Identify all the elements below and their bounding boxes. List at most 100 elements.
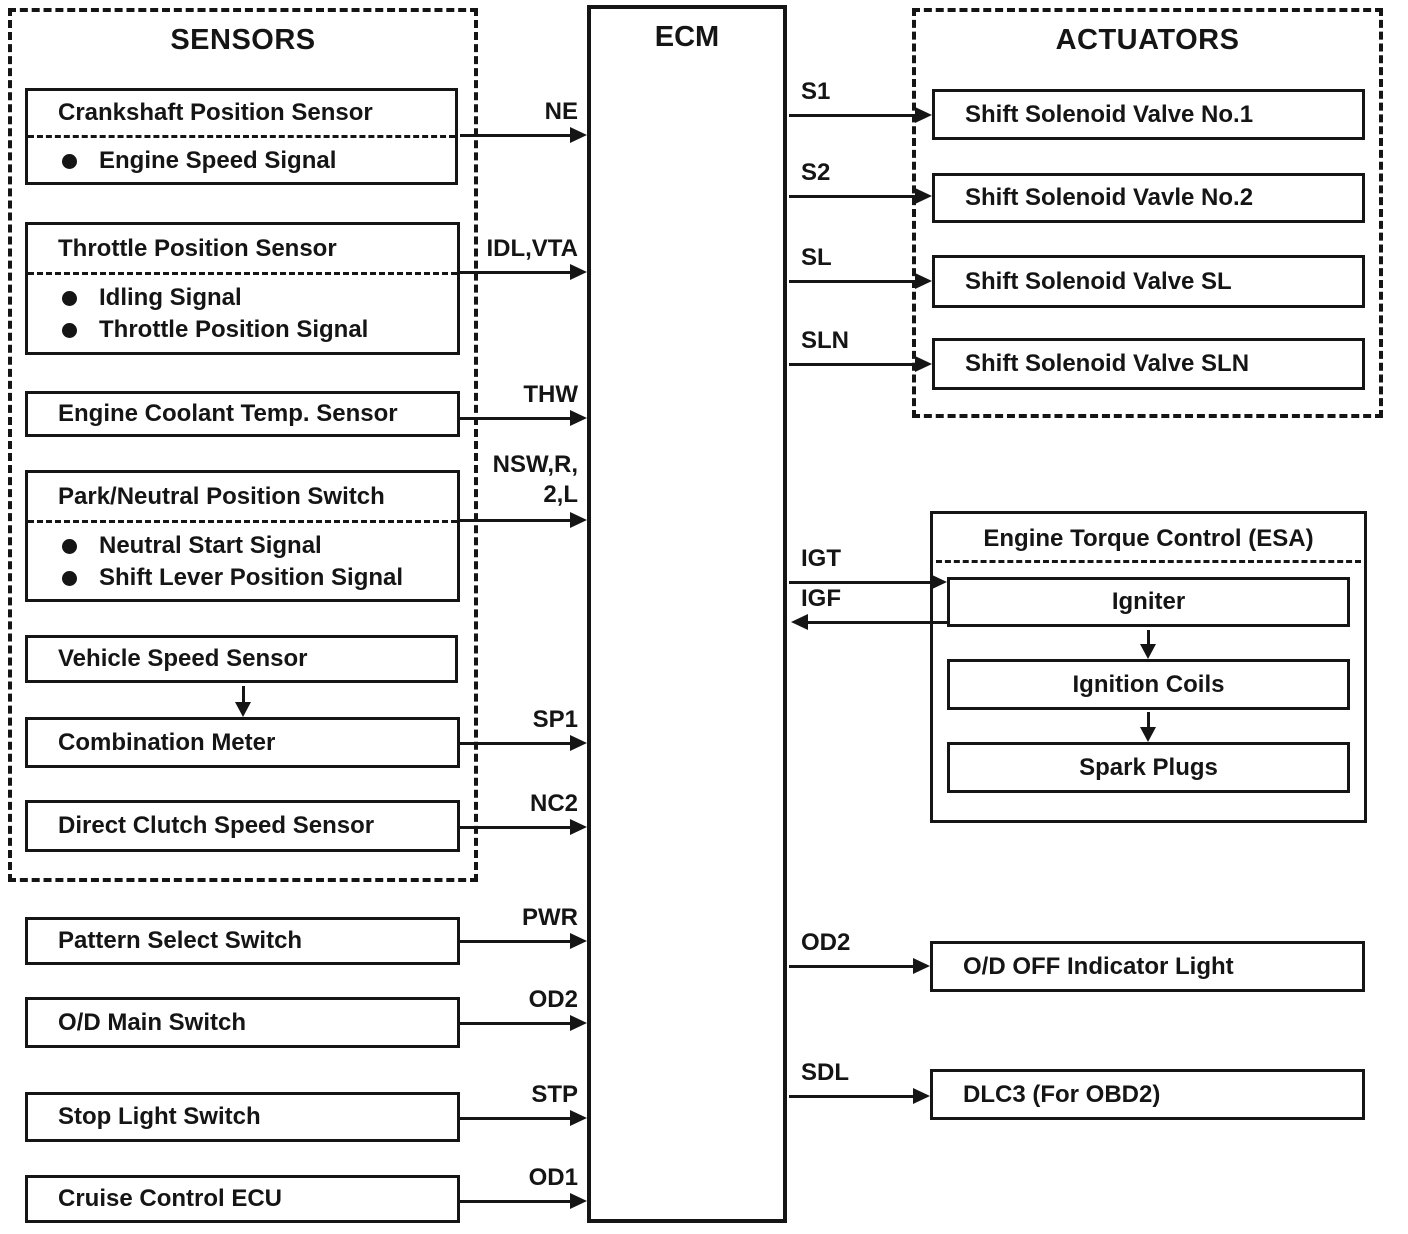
signal-label-od2-in: OD2 [528,986,578,1013]
bullet-label: Neutral Start Signal [99,532,322,559]
line-stp [460,1117,576,1120]
actuators-group-frame: ACTUATORS [912,8,1383,418]
node-vehicle-speed-sensor: Vehicle Speed Sensor [25,635,458,683]
node-direct-clutch-speed-sensor: Direct Clutch Speed Sensor [25,800,460,852]
node-cruise-control-ecu: Cruise Control ECU [25,1175,460,1223]
line-sdl [789,1095,915,1098]
arrowhead-vss-to-combination-meter [235,702,251,717]
node-title: Crankshaft Position Sensor [58,99,373,126]
line-idl-vta [460,271,576,274]
bullet-label: Engine Speed Signal [99,147,337,174]
arrowhead-nsw [570,512,587,528]
arrowhead-igt [930,574,947,590]
line-s2 [789,195,917,198]
node-shift-solenoid-valve-sln: Shift Solenoid Valve SLN [932,338,1365,390]
line-sln [789,363,917,366]
line-od2-out [789,965,915,968]
esa-divider [936,560,1361,563]
node-title: Park/Neutral Position Switch [58,482,385,510]
node-shift-solenoid-valve-no2: Shift Solenoid Vavle No.2 [932,173,1365,223]
signal-label-igt: IGT [801,545,841,572]
arrowhead-sln [915,356,932,372]
arrowhead-ne [570,127,587,143]
arrowhead-thw [570,410,587,426]
bullet-icon [62,290,77,306]
engine-torque-control-title: Engine Torque Control (ESA) [983,525,1314,552]
line-sl [789,280,917,283]
node-igniter: Igniter [947,577,1350,627]
signal-label-igf: IGF [801,585,841,612]
node-shift-solenoid-valve-sl: Shift Solenoid Valve SL [932,255,1365,308]
line-coils-to-plugs [1147,712,1150,730]
arrowhead-od2-in [570,1015,587,1031]
signal-label-sdl: SDL [801,1059,849,1086]
ecm-title: ECM [654,21,720,53]
bullet-icon [62,570,77,586]
engine-torque-control-frame: Engine Torque Control (ESA) [930,511,1367,823]
node-combination-meter: Combination Meter [25,717,460,768]
line-pwr [460,940,576,943]
node-throttle-position-sensor: Throttle Position Sensor Idling Signal T… [25,222,460,355]
node-crankshaft-position-sensor: Crankshaft Position Sensor Engine Speed … [25,88,458,185]
node-spark-plugs: Spark Plugs [947,742,1350,793]
bullet-icon [62,153,77,169]
arrowhead-igf [791,614,808,630]
divider [28,135,455,138]
arrowhead-coils-to-plugs [1140,727,1156,742]
arrowhead-s1 [915,107,932,123]
arrowhead-stp [570,1110,587,1126]
signal-label-od1: OD1 [528,1164,578,1191]
sensors-group-frame: SENSORS [8,8,478,882]
line-ne [460,134,576,137]
arrowhead-sl [915,273,932,289]
arrowhead-igniter-to-coils [1140,644,1156,659]
sensors-group-title: SENSORS [170,24,316,56]
signal-label-sp1: SP1 [532,706,578,733]
signal-label-od2-out: OD2 [801,929,851,956]
actuators-group-title: ACTUATORS [1055,24,1240,56]
signal-label-thw: THW [523,381,578,408]
signal-label-ne: NE [544,98,578,125]
bullet-label: Shift Lever Position Signal [99,564,404,591]
node-od-main-switch: O/D Main Switch [25,997,460,1048]
node-stop-light-switch: Stop Light Switch [25,1092,460,1142]
line-nsw [460,519,576,522]
node-od-off-indicator-light: O/D OFF Indicator Light [930,941,1365,992]
line-od2-in [460,1022,576,1025]
arrowhead-nc2 [570,819,587,835]
line-igniter-to-coils [1147,630,1150,647]
signal-label-s2: S2 [801,159,831,186]
node-engine-coolant-temp-sensor: Engine Coolant Temp. Sensor [25,391,460,437]
signal-label-nc2: NC2 [529,790,578,817]
signal-label-nsw-line2: 2,L [543,481,578,508]
line-od1 [460,1200,576,1203]
arrowhead-sdl [913,1088,930,1104]
line-s1 [789,114,917,117]
signal-label-nsw-line1: NSW,R, [492,451,578,478]
arrowhead-sp1 [570,735,587,751]
line-sp1 [460,742,576,745]
node-dlc3: DLC3 (For OBD2) [930,1069,1365,1120]
line-igt [789,581,932,584]
signal-label-s1: S1 [801,78,831,105]
bullet-label: Idling Signal [99,284,242,311]
divider [28,272,457,275]
node-ignition-coils: Ignition Coils [947,659,1350,710]
signal-label-sln: SLN [801,327,849,354]
signal-label-pwr: PWR [522,904,578,931]
signal-label-idl-vta: IDL,VTA [486,235,578,262]
arrowhead-od1 [570,1193,587,1209]
ecm-box: ECM [587,5,787,1223]
bullet-icon [62,538,77,554]
node-title: Throttle Position Sensor [58,234,337,262]
arrowhead-idl-vta [570,264,587,280]
arrowhead-s2 [915,188,932,204]
signal-label-sl: SL [801,244,832,271]
arrowhead-pwr [570,933,587,949]
line-nc2 [460,826,576,829]
node-park-neutral-position-switch: Park/Neutral Position Switch Neutral Sta… [25,470,460,602]
arrowhead-od2-out [913,958,930,974]
node-shift-solenoid-valve-no1: Shift Solenoid Valve No.1 [932,89,1365,140]
node-pattern-select-switch: Pattern Select Switch [25,917,460,965]
